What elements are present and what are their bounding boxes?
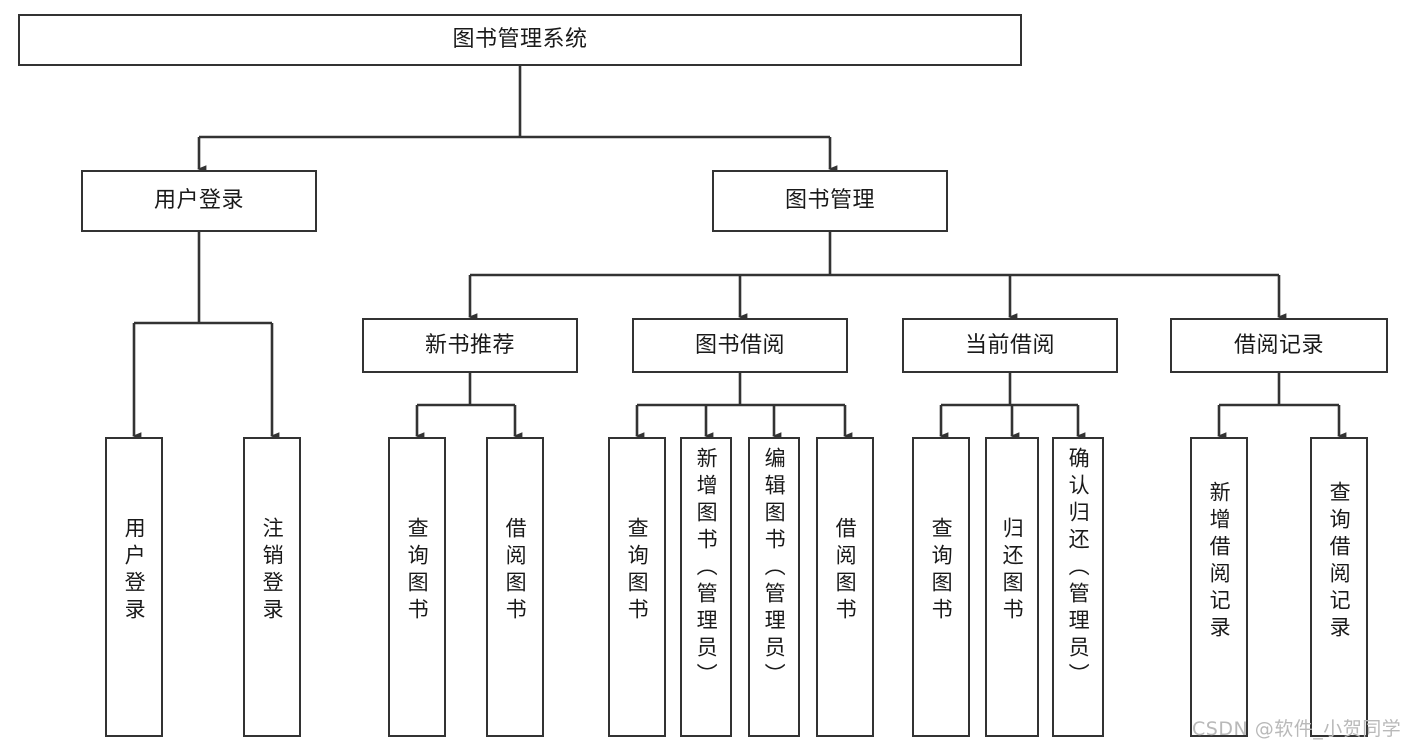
node-user-login[interactable]: 用户登录	[81, 170, 317, 232]
node-leaf-logout[interactable]: 注销登录	[243, 437, 301, 737]
node-label: 当前借阅	[964, 332, 1055, 358]
node-label: 查询图书	[405, 517, 430, 625]
node-borrow-record[interactable]: 借阅记录	[1170, 318, 1388, 373]
node-label: 查询图书	[929, 517, 954, 625]
node-label: 归还图书	[1000, 517, 1025, 625]
node-label: 用户登录	[122, 517, 147, 625]
node-leaf-query-book-1[interactable]: 查询图书	[388, 437, 446, 737]
node-label: 借阅图书	[503, 517, 528, 625]
node-label: 借阅记录	[1233, 332, 1324, 358]
node-label: 查询图书	[625, 517, 650, 625]
node-label: 借阅图书	[833, 517, 858, 625]
node-label: 新书推荐	[424, 332, 515, 358]
node-label: 编辑图书（管理员）	[762, 447, 787, 690]
node-book-manage[interactable]: 图书管理	[712, 170, 948, 232]
node-new-book-recommend[interactable]: 新书推荐	[362, 318, 578, 373]
node-leaf-return-book[interactable]: 归还图书	[985, 437, 1039, 737]
node-book-borrow[interactable]: 图书借阅	[632, 318, 848, 373]
node-leaf-query-book-2[interactable]: 查询图书	[608, 437, 666, 737]
node-leaf-query-borrow-record[interactable]: 查询借阅记录	[1310, 437, 1368, 737]
node-leaf-add-book-admin[interactable]: 新增图书（管理员）	[680, 437, 732, 737]
node-leaf-borrow-book-1[interactable]: 借阅图书	[486, 437, 544, 737]
node-label: 新增借阅记录	[1207, 481, 1232, 643]
node-root[interactable]: 图书管理系统	[18, 14, 1022, 66]
node-label: 确认归还（管理员）	[1066, 447, 1091, 690]
node-current-borrow[interactable]: 当前借阅	[902, 318, 1118, 373]
node-label: 新增图书（管理员）	[694, 447, 719, 690]
node-leaf-query-book-3[interactable]: 查询图书	[912, 437, 970, 737]
node-leaf-add-borrow-record[interactable]: 新增借阅记录	[1190, 437, 1248, 737]
node-label: 注销登录	[260, 517, 285, 625]
node-leaf-user-login[interactable]: 用户登录	[105, 437, 163, 737]
node-label: 图书管理系统	[452, 27, 588, 53]
node-leaf-borrow-book-2[interactable]: 借阅图书	[816, 437, 874, 737]
node-leaf-confirm-return-admin[interactable]: 确认归还（管理员）	[1052, 437, 1104, 737]
node-label: 用户登录	[153, 188, 244, 214]
node-leaf-edit-book-admin[interactable]: 编辑图书（管理员）	[748, 437, 800, 737]
node-label: 图书管理	[784, 188, 875, 214]
node-label: 查询借阅记录	[1327, 481, 1352, 643]
node-label: 图书借阅	[694, 332, 785, 358]
